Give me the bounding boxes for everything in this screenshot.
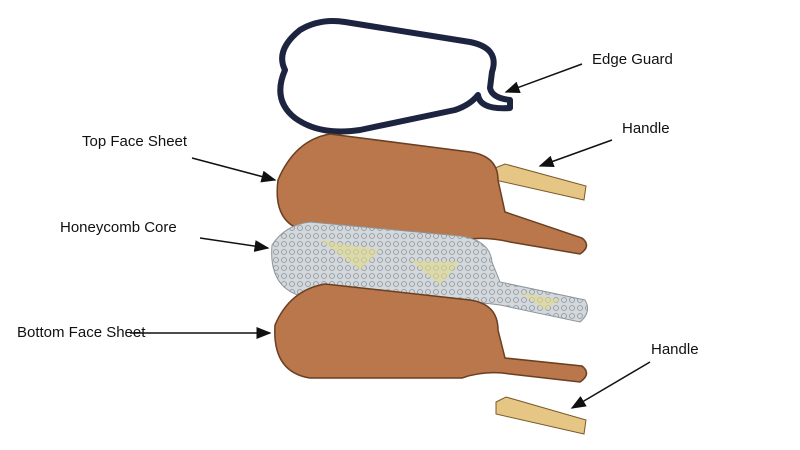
label-handle-bottom: Handle: [651, 341, 699, 358]
arrow-top-face-sheet: [191, 157, 277, 183]
label-handle-top: Handle: [622, 120, 670, 137]
arrow-handle-top: [538, 139, 613, 168]
handle-top: [494, 163, 587, 201]
edge-guard: [277, 18, 513, 135]
label-bottom-face-sheet: Bottom Face Sheet: [17, 324, 146, 341]
label-edge-guard: Edge Guard: [592, 51, 673, 68]
handle-bottom: [495, 396, 587, 435]
label-top-face-sheet: Top Face Sheet: [82, 133, 188, 150]
honeycomb-accent: [320, 240, 560, 310]
label-honeycomb-core: Honeycomb Core: [60, 219, 177, 236]
bottom-face-sheet: [274, 283, 588, 383]
arrow-honeycomb-core: [199, 237, 270, 252]
arrow-edge-guard: [504, 63, 583, 93]
arrow-handle-bottom: [570, 361, 651, 409]
